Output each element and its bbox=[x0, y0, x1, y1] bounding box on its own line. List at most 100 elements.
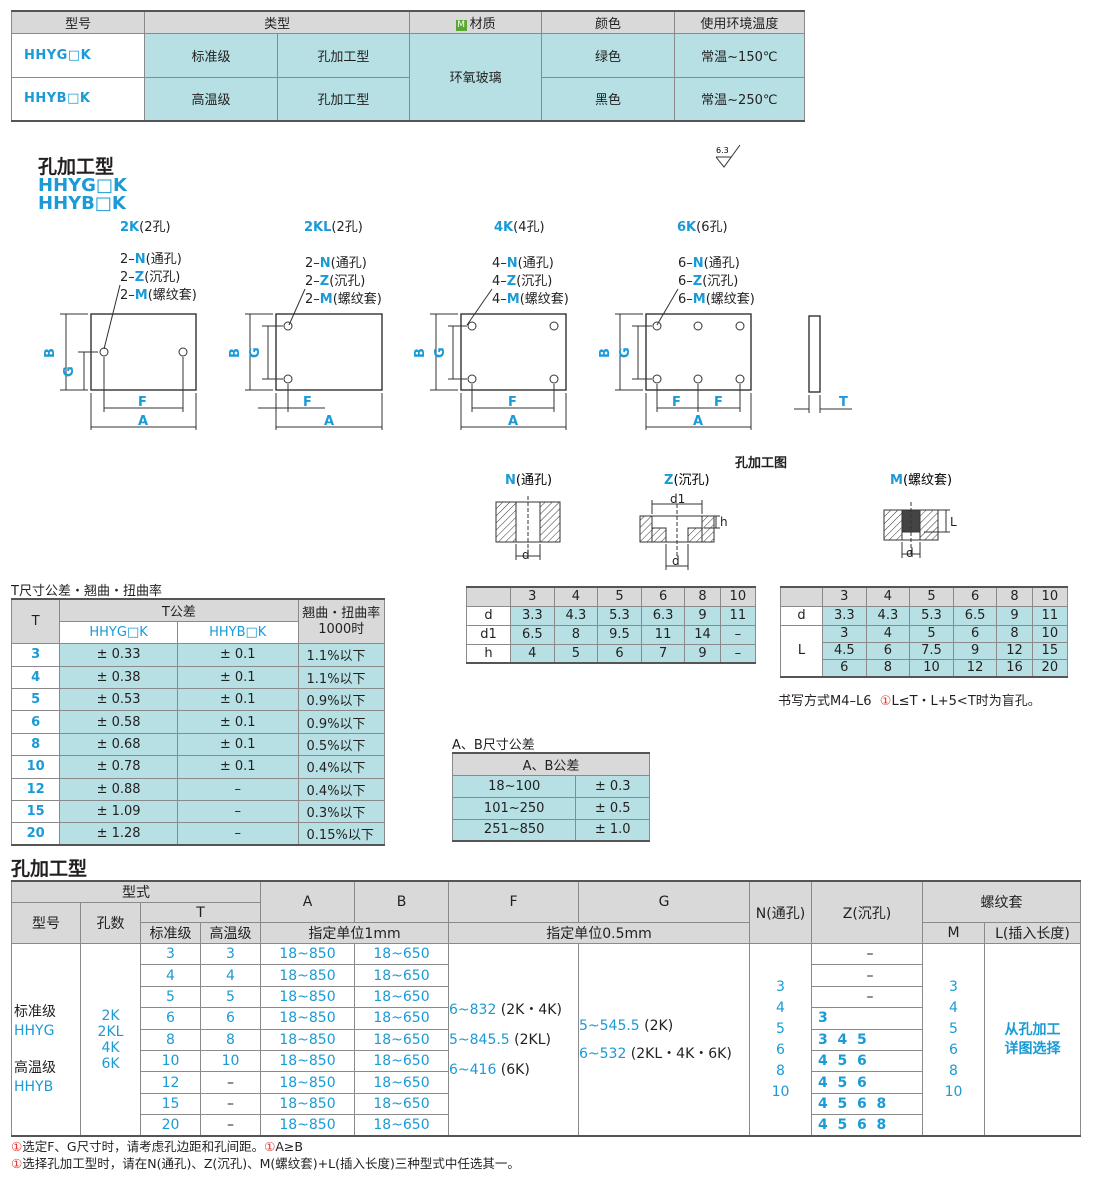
svg-text:A: A bbox=[324, 414, 334, 429]
z-cell: – bbox=[811, 964, 923, 987]
m-table-note: 书写方式M4–L6 ①L≤T・L+5<T时为盲孔。 bbox=[778, 694, 1041, 709]
model-list: HHYG□K HHYB□K bbox=[38, 175, 127, 214]
svg-text:Z(沉孔): Z(沉孔) bbox=[664, 473, 710, 488]
svg-text:2KL(2孔): 2KL(2孔) bbox=[304, 220, 363, 235]
svg-text:G: G bbox=[618, 347, 633, 358]
dim-a: A bbox=[138, 414, 148, 429]
z-cell: 3 4 5 bbox=[811, 1028, 923, 1051]
svg-text:A: A bbox=[693, 414, 703, 429]
svg-text:6–Z(沉孔): 6–Z(沉孔) bbox=[678, 274, 738, 289]
roughness-icon: 6.3 bbox=[714, 143, 748, 173]
t-tol-row: 12± 0.88–0.4%以下 bbox=[10, 777, 386, 802]
svg-text:G: G bbox=[433, 347, 448, 358]
svg-text:d: d bbox=[672, 554, 680, 568]
svg-text:4–M(螺纹套): 4–M(螺纹套) bbox=[492, 291, 569, 307]
svg-text:4–Z(沉孔): 4–Z(沉孔) bbox=[492, 274, 552, 289]
svg-text:2–M(螺纹套): 2–M(螺纹套) bbox=[120, 287, 197, 303]
svg-text:L: L bbox=[950, 515, 957, 529]
dim-g: G bbox=[62, 366, 77, 377]
svg-text:4K(4孔): 4K(4孔) bbox=[494, 220, 545, 235]
g-column: 5~545.5 (2K)6~532 (2KL・4K・6K) bbox=[578, 943, 750, 1137]
grade-cell: 标准级 bbox=[144, 32, 278, 78]
svg-text:B: B bbox=[413, 348, 428, 358]
svg-text:6.3: 6.3 bbox=[716, 146, 729, 155]
temp-cell: 常温~150℃ bbox=[673, 32, 806, 78]
material-badge-icon: M bbox=[455, 19, 467, 31]
footnotes: ①选定F、G尺寸时，请考虑孔边距和孔间距。①A≥B ①选择孔加工型时，请在N(通… bbox=[11, 1138, 520, 1172]
svg-text:N(通孔): N(通孔) bbox=[505, 473, 552, 488]
color-cell: 绿色 bbox=[541, 32, 675, 78]
svg-text:d: d bbox=[906, 546, 914, 560]
type-cell: 孔加工型 bbox=[276, 32, 410, 78]
z-cell: – bbox=[811, 942, 923, 966]
f-column: 6~832 (2K・4K)5~845.5 (2KL)6~416 (6K) bbox=[448, 943, 579, 1137]
t-tolerance-table: T T公差 翘曲・扭曲率1000时 HHYG□K HHYB□K 3± 0.33±… bbox=[10, 598, 386, 847]
note-icon: ① bbox=[879, 694, 892, 709]
model-cell: HHYB□K bbox=[10, 76, 146, 122]
color-cell: 黑色 bbox=[541, 76, 675, 122]
svg-text:2K(2孔): 2K(2孔) bbox=[120, 220, 171, 235]
ab-tol-title: A、B尺寸公差 bbox=[452, 738, 535, 753]
svg-text:F: F bbox=[672, 395, 681, 410]
l-column: 从孔加工详图选择 bbox=[984, 943, 1081, 1137]
labels-2k: 2–N(通孔) 2–Z(沉孔) 2–M(螺纹套) bbox=[120, 252, 197, 303]
z-cell: 4 5 6 bbox=[811, 1049, 923, 1073]
header-model: 型号 bbox=[10, 10, 146, 34]
svg-text:M(螺纹套): M(螺纹套) bbox=[890, 472, 952, 488]
z-cell: 4 5 6 8 bbox=[811, 1114, 923, 1137]
svg-text:F: F bbox=[508, 395, 517, 410]
svg-text:6K(6孔): 6K(6孔) bbox=[677, 220, 728, 235]
svg-text:h: h bbox=[720, 515, 728, 529]
hole-detail-diagrams: N(通孔) Z(沉孔) M(螺纹套) bbox=[495, 472, 957, 570]
labels-2kl: 2–N(通孔) 2–Z(沉孔) 2–M(螺纹套) bbox=[305, 256, 382, 307]
t-tol-row: 20± 1.28–0.15%以下 bbox=[10, 822, 386, 846]
ab-tolerance-table: A、B公差 18~100± 0.3 101~250± 0.5 251~850± … bbox=[451, 752, 650, 842]
hole-detail-title: 孔加工图 bbox=[735, 456, 788, 471]
dim-f: F bbox=[138, 395, 147, 410]
grade-cell: 高温级 bbox=[144, 76, 278, 122]
t-tol-row: 15± 1.09–0.3%以下 bbox=[10, 800, 386, 824]
order-table: 型式 A B F G N(通孔) Z(沉孔) 螺纹套 型号 孔数 T 标准级 高… bbox=[11, 880, 1081, 1138]
header-color: 颜色 bbox=[541, 10, 675, 34]
header-temp: 使用环境温度 bbox=[673, 10, 806, 34]
svg-text:B: B bbox=[228, 348, 243, 358]
svg-text:F: F bbox=[303, 395, 312, 410]
svg-text:6–N(通孔): 6–N(通孔) bbox=[678, 256, 740, 271]
svg-text:2–Z(沉孔): 2–Z(沉孔) bbox=[120, 270, 180, 285]
dim-b: B bbox=[43, 348, 58, 358]
svg-text:4–N(通孔): 4–N(通孔) bbox=[492, 256, 554, 271]
svg-text:2–N(通孔): 2–N(通孔) bbox=[120, 252, 182, 267]
svg-text:6–M(螺纹套): 6–M(螺纹套) bbox=[678, 291, 755, 307]
z-cell: 4 5 6 8 bbox=[811, 1092, 923, 1116]
header-type: 类型 bbox=[144, 10, 410, 34]
z-cell: 3 bbox=[811, 1007, 923, 1030]
plate-diagrams: 2K(2孔) 2KL(2孔) 4K(4孔) 6K(6孔) 2–N(通孔) 2–Z… bbox=[43, 220, 852, 430]
svg-text:F: F bbox=[714, 395, 723, 410]
temp-cell: 常温~250℃ bbox=[673, 76, 806, 122]
labels-6k: 6–N(通孔) 6–Z(沉孔) 6–M(螺纹套) bbox=[678, 256, 755, 307]
svg-text:2–Z(沉孔): 2–Z(沉孔) bbox=[305, 274, 365, 289]
svg-text:G: G bbox=[248, 347, 263, 358]
svg-text:T: T bbox=[839, 395, 848, 410]
svg-text:B: B bbox=[598, 348, 613, 358]
z-cell: – bbox=[811, 985, 923, 1009]
svg-text:A: A bbox=[508, 414, 518, 429]
